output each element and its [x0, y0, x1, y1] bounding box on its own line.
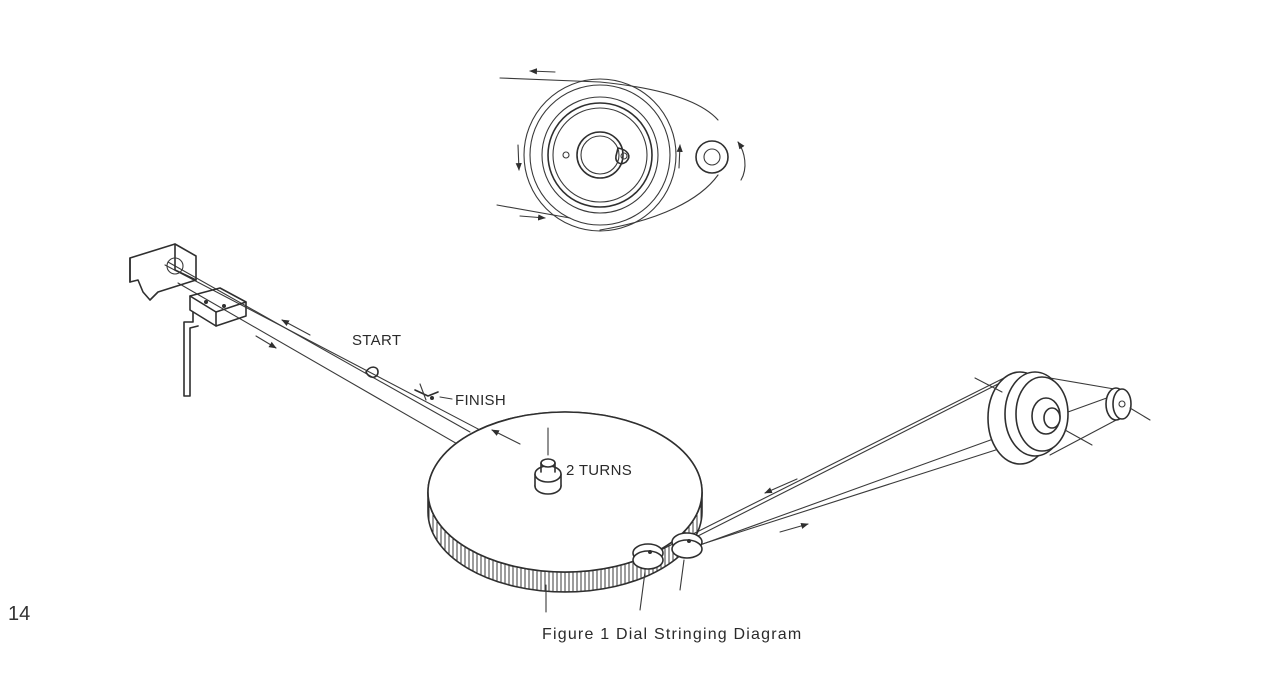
cord-tension-spring [365, 366, 439, 401]
figure-caption: Figure 1 Dial Stringing Diagram [542, 626, 803, 643]
tuning-drive-drum [974, 371, 1151, 465]
finish-label: FINISH [455, 392, 506, 409]
drum-detail-inset [496, 68, 746, 232]
page-number: 14 [8, 603, 31, 625]
direction-arrows [255, 319, 809, 533]
start-label: START [352, 332, 401, 349]
dial-drum [427, 411, 703, 613]
idler-pulleys [632, 532, 703, 611]
pointer-bracket [129, 243, 247, 397]
turns-label: 2 TURNS [566, 462, 632, 479]
